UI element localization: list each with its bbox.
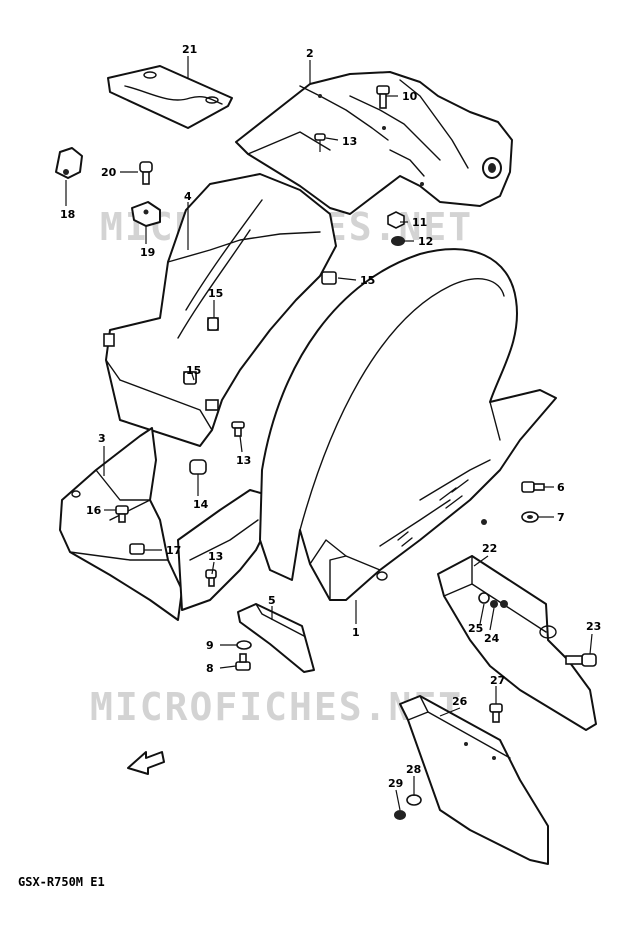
part-21-pad (107, 65, 233, 129)
callout-24: 24 (484, 632, 500, 645)
callout-4: 4 (184, 190, 192, 203)
part-16-screw (115, 505, 129, 523)
part-13-screw-lower (205, 569, 217, 587)
part-13-screw-top (314, 133, 326, 152)
callout-7: 7 (557, 511, 565, 524)
part-29-nut (394, 810, 406, 820)
part-3-side-panel (59, 427, 183, 621)
callout-13-top: 13 (342, 135, 357, 148)
part-14-grommet (189, 459, 207, 475)
part-2-rear-cover (235, 71, 513, 215)
callout-25: 25 (468, 622, 483, 635)
part-25-washer (478, 592, 490, 604)
callout-18: 18 (60, 208, 75, 221)
part-11-nut (387, 211, 405, 229)
part-12-washer (391, 236, 405, 246)
part-15-clip-c (183, 371, 197, 385)
part-13-screw-middle (231, 421, 245, 437)
part-8-bolt (235, 653, 251, 671)
front-arrow-icon (127, 751, 165, 775)
watermark-bottom: MICROFICHES.NET (90, 685, 463, 729)
callout-10: 10 (402, 90, 418, 103)
part-15-clip-b (207, 317, 219, 331)
part-1-rear-fender (259, 248, 557, 601)
part-27-bolt (489, 703, 503, 723)
callouts: 21 2 10 13 20 18 19 4 11 12 15 15 15 13 … (60, 43, 601, 790)
part-15-clip-a (321, 271, 337, 285)
callout-29: 29 (388, 777, 403, 790)
callout-19: 19 (140, 246, 155, 259)
part-26-plate-holder (399, 695, 549, 865)
callout-11: 11 (412, 216, 427, 229)
callout-9: 9 (206, 639, 214, 652)
callout-22: 22 (482, 542, 497, 555)
callout-20: 20 (101, 166, 117, 179)
callout-14: 14 (193, 498, 209, 511)
part-28-washer (406, 794, 422, 806)
callout-15-b: 15 (208, 287, 223, 300)
part-19-bracket (131, 201, 161, 227)
part-17-clip (129, 543, 145, 555)
callout-2: 2 (306, 47, 314, 60)
leader-lines (65, 56, 593, 811)
callout-21: 21 (182, 43, 197, 56)
part-18-clip (55, 147, 83, 179)
callout-5: 5 (268, 594, 276, 607)
part-10-bolt (376, 85, 390, 109)
callout-15-a: 15 (360, 274, 375, 287)
callout-3: 3 (98, 432, 106, 445)
callout-6: 6 (557, 481, 565, 494)
part-24-nut (490, 600, 498, 608)
callout-27: 27 (490, 674, 505, 687)
callout-15-c: 15 (186, 364, 201, 377)
callout-12: 12 (418, 235, 433, 248)
callout-8: 8 (206, 662, 214, 675)
callout-13-middle: 13 (236, 454, 251, 467)
part-9-washer (236, 640, 252, 650)
callout-16: 16 (86, 504, 102, 517)
model-label: GSX-R750M E1 (18, 875, 105, 889)
callout-13-lower: 13 (208, 550, 223, 563)
part-20-bolt (139, 161, 153, 185)
callout-1: 1 (352, 626, 360, 639)
part-7-washer (521, 511, 539, 523)
part-5-bracket (237, 603, 315, 673)
part-6-bolt (521, 481, 545, 493)
callout-23: 23 (586, 620, 601, 633)
part-23-bolt (565, 653, 597, 667)
callout-26: 26 (452, 695, 468, 708)
callout-28: 28 (406, 763, 421, 776)
part-22-plate-bracket (437, 555, 597, 731)
callout-17: 17 (166, 544, 181, 557)
